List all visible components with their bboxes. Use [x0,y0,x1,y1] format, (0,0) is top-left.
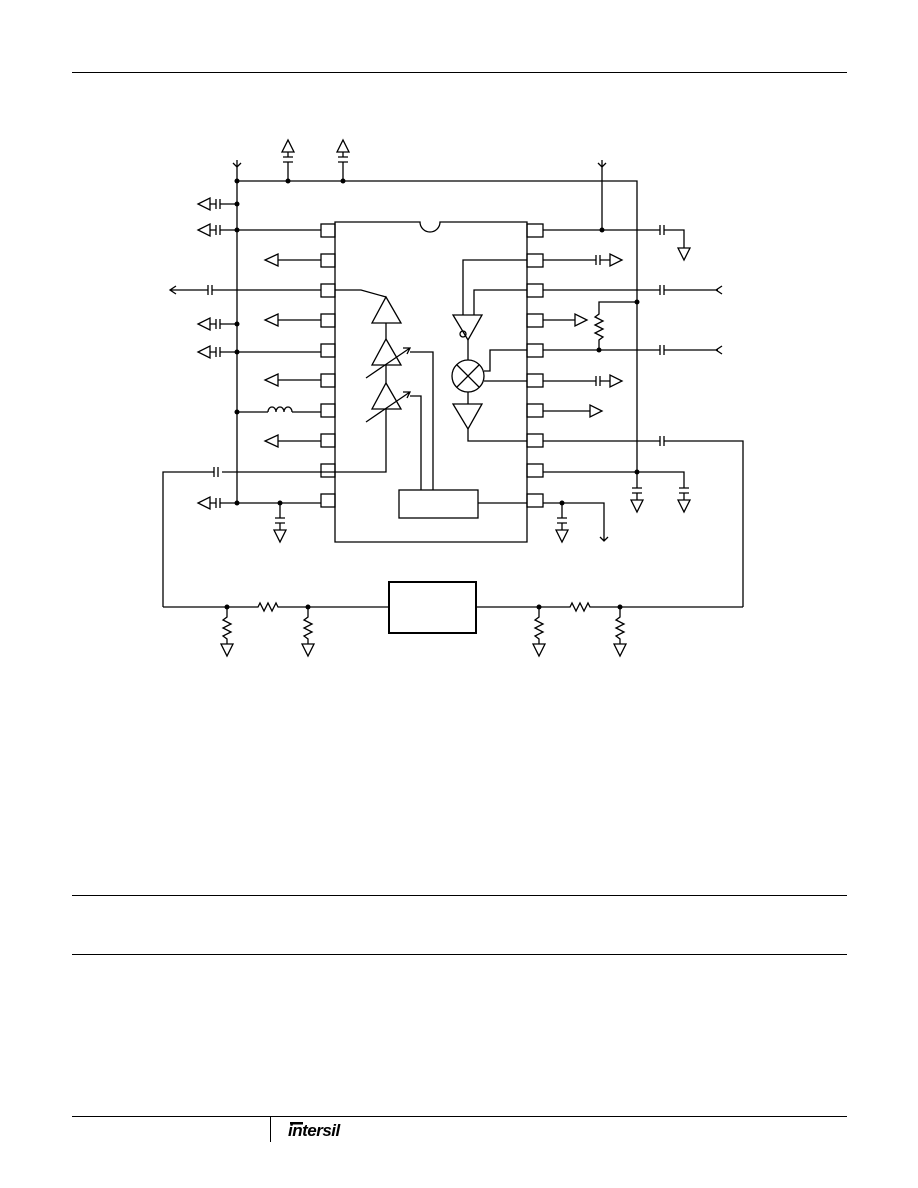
variable-gain-amplifier-1-icon [370,337,403,366]
pin-8 [320,433,336,448]
amp-in-wire-a [462,259,527,315]
pin-14 [526,403,544,418]
cap-pin10 [272,503,288,544]
filter-wire-left [163,601,389,613]
pin-13 [526,433,544,448]
wire-pin4-gnd [263,312,321,328]
pin-3 [320,283,336,298]
svg-text:intersil: intersil [288,1121,342,1140]
section-rule-bottom [72,954,847,955]
resistor-bias [593,301,637,350]
wire-pin15 [543,373,624,389]
pin-1 [320,223,336,238]
amplifier-upper-icon [370,295,403,324]
wire-pin12 [543,471,692,514]
decouple-3 [196,316,237,332]
chain-wire [335,289,387,473]
pin-7 [320,403,336,418]
pin-11 [526,493,544,508]
cap-pin11 [554,503,570,544]
control-block [398,489,479,519]
internal-blocks [335,259,527,519]
gain-arrow-2 [365,391,412,423]
pin-2 [320,253,336,268]
amplifier-input-icon [451,314,484,342]
wire-pin17-gnd [543,312,589,328]
pin-19 [526,253,544,268]
vcc-arrow-right [597,162,607,168]
decouple-2 [196,222,237,238]
header-rule [72,72,847,73]
mixer-wire-lo [484,349,527,372]
control-wire-2 [410,395,422,490]
ic-package [334,221,528,543]
top-decoupling-1 [280,138,296,181]
ic-right-pins [526,223,544,508]
filter-network [163,581,743,658]
pin-16 [526,343,544,358]
pin-15 [526,373,544,388]
top-vcc-rail [237,180,638,472]
shunt-resistor-1 [219,607,235,658]
pin-12 [526,463,544,478]
control-wire-1 [410,351,434,490]
wire-pin11 [543,502,609,542]
wire-pin2-gnd [263,252,321,268]
amplifier-output-icon [451,403,484,431]
ic-outline [334,221,528,543]
inductor-pin7 [237,406,321,413]
ic-left-pins [320,223,336,508]
intersil-logo: intersil [288,1121,342,1140]
variable-gain-amplifier-2-icon [370,381,403,410]
rail-junctions [224,178,640,610]
amplifier-input-bubble [459,330,467,338]
wire-pin9 [162,467,335,607]
footer-divider [270,1117,271,1142]
decouple-1 [196,196,237,212]
shunt-resistor-4 [612,607,628,658]
pin-4 [320,313,336,328]
decouple-5 [196,495,237,511]
vcc-arrow-left [232,162,242,168]
filter-wire-right [476,601,743,613]
footer-rule [72,1116,847,1117]
pin-6 [320,373,336,388]
shunt-resistor-3 [531,607,547,658]
wire-pin14-gnd [543,403,604,419]
section-rule-top [72,895,847,896]
top-decoupling-2 [335,138,351,181]
decouple-4 [196,344,237,360]
wire-pin6-gnd [263,372,321,388]
wire-pin3-out [168,285,321,295]
pin-20 [526,223,544,238]
wire-pin13-out [543,436,744,607]
mixer-cross [456,364,480,388]
pin-9 [320,463,336,478]
wire-pin20 [543,225,692,262]
filter-block [388,581,477,634]
shunt-resistor-2 [300,607,316,658]
wire-pin8-gnd [263,433,321,449]
pin-18 [526,283,544,298]
gain-arrow-1 [365,347,412,379]
amp-out-wire [467,429,527,442]
pin-10 [320,493,336,508]
wire-pin19 [543,252,624,268]
pin-17 [526,313,544,328]
amp-in-wire-b [473,289,527,315]
right-side-connections [543,225,744,607]
wire-pin16-in [543,345,723,355]
cap-rail-637 [629,472,645,514]
pin-5 [320,343,336,358]
supply-rails [232,138,638,503]
wire-pin18-in [543,285,723,295]
left-side-connections [162,196,335,607]
